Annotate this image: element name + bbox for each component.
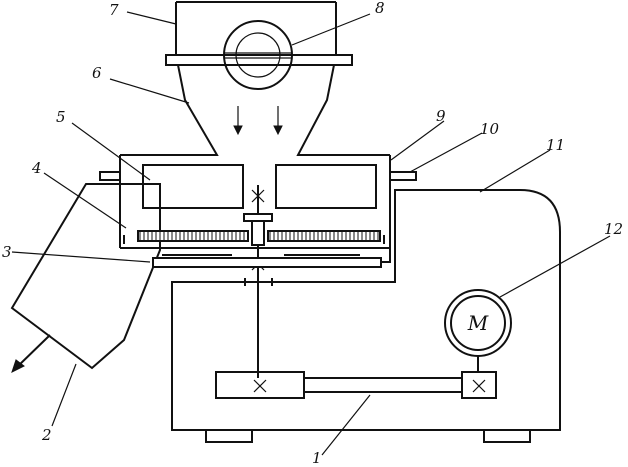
- hopper-flange: [165, 54, 353, 66]
- callout-3: 3: [2, 243, 12, 261]
- discharge-arrowhead: [11, 359, 25, 373]
- discharge-chute: [10, 183, 161, 370]
- belt-drive: [215, 371, 497, 399]
- hopper: [120, 1, 390, 156]
- left-bracket: [99, 171, 121, 181]
- callout-4: 4: [31, 159, 42, 177]
- upper-stone-right: [275, 164, 377, 209]
- callout-11: 11: [546, 136, 565, 154]
- callout-6: 6: [92, 64, 102, 82]
- machine-housing: [171, 189, 561, 443]
- motor-label: M: [467, 311, 489, 335]
- callout-2: 2: [41, 426, 52, 444]
- callout-9: 9: [436, 107, 446, 125]
- grinding-discs: [123, 230, 385, 244]
- right-disc: [267, 230, 381, 242]
- right-bracket: [389, 171, 417, 181]
- callout-12: 12: [604, 220, 623, 238]
- left-foot: [205, 429, 253, 443]
- feed-arrows: [233, 106, 283, 136]
- right-foot: [483, 429, 531, 443]
- left-disc: [137, 230, 249, 242]
- callout-1: 1: [312, 449, 322, 467]
- motor: M: [444, 289, 512, 372]
- callout-10: 10: [480, 120, 500, 138]
- leader-lines: [11, 11, 611, 456]
- callout-7: 7: [109, 1, 119, 19]
- motor-pulley: [461, 371, 497, 399]
- grinding-chamber: [99, 155, 417, 249]
- lower-plate: [152, 248, 391, 286]
- feed-roller: [223, 20, 293, 90]
- callout-5: 5: [56, 108, 66, 126]
- upper-stone-left: [142, 164, 244, 209]
- callout-8: 8: [375, 0, 385, 17]
- drive-pulley: [215, 371, 305, 399]
- discharge-arrow: [15, 334, 51, 369]
